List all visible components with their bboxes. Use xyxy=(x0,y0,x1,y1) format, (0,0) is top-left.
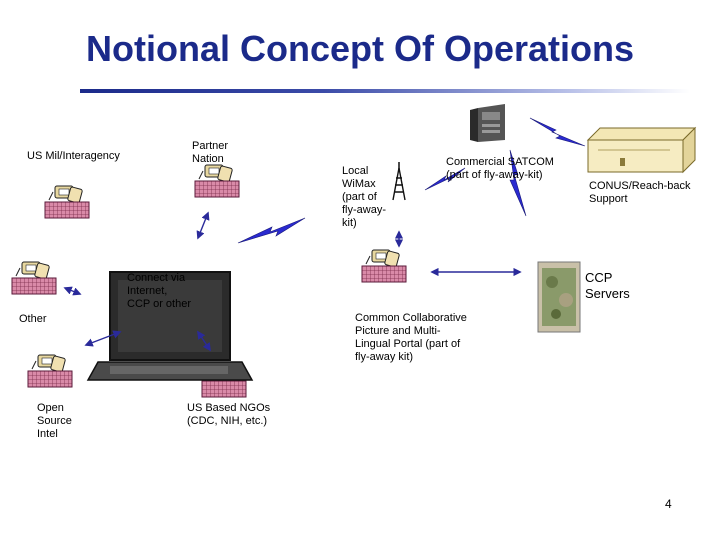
link-lines xyxy=(237,117,586,244)
label-other: Other xyxy=(19,313,47,325)
node-us-mil xyxy=(44,185,90,219)
link-satcom-ccp xyxy=(509,149,527,217)
page-number: 4 xyxy=(665,497,672,511)
wimax-tower-icon xyxy=(392,162,406,201)
conus-box-icon xyxy=(586,126,697,174)
label-common-portal: Common Collaborative Picture and Multi- … xyxy=(355,312,467,363)
label-us-ngos: US Based NGOs (CDC, NIH, etc.) xyxy=(187,402,271,427)
node-other xyxy=(11,261,57,295)
node-open-source xyxy=(27,354,73,388)
node-portal-user xyxy=(361,249,407,283)
label-ccp-servers: CCP Servers xyxy=(585,270,630,301)
label-local-wimax: Local WiMax (part of fly-away- kit) xyxy=(342,165,387,229)
arrows xyxy=(63,211,522,352)
label-connect-via: Connect via Internet, CCP or other xyxy=(127,272,191,310)
label-commercial-satcom: Commercial SATCOM (part of fly-away-kit) xyxy=(446,156,554,181)
satcom-server-icon xyxy=(470,104,505,142)
ccp-map-image xyxy=(537,261,581,333)
link-wimax-satcom xyxy=(424,167,466,191)
label-partner-nation: Partner Nation xyxy=(192,140,229,165)
label-conus: CONUS/Reach-back Support xyxy=(589,180,691,205)
link-satcom-conus xyxy=(529,117,586,147)
label-us-mil: US Mil/Interagency xyxy=(27,150,120,162)
link-laptop-wimax xyxy=(237,217,306,244)
node-partner-nation xyxy=(194,164,240,198)
page-title: Notional Concept Of Operations xyxy=(85,28,634,69)
title-underline xyxy=(80,89,690,93)
label-open-source: Open Source Intel xyxy=(37,402,72,440)
